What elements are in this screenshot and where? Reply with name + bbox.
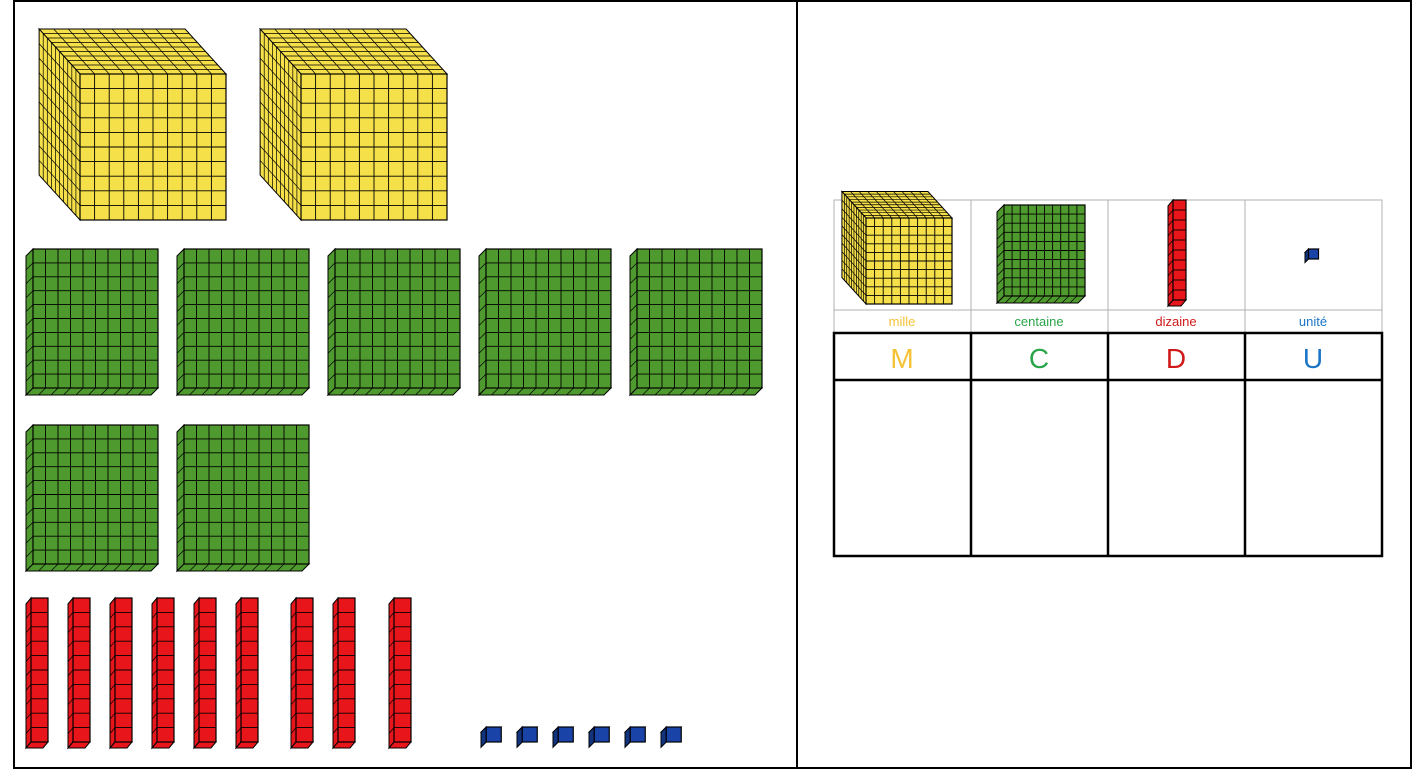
letter-d: D	[1166, 343, 1186, 374]
thousand-cube	[260, 29, 447, 220]
unit-cube	[553, 727, 573, 747]
entry-cell-m[interactable]	[836, 382, 969, 554]
ten-rod	[110, 598, 132, 748]
ten-rod	[26, 598, 48, 748]
thousand-cube	[39, 29, 226, 220]
ten-rod	[68, 598, 90, 748]
unit-cube	[589, 727, 609, 747]
ten-rod	[152, 598, 174, 748]
ten-rod-icon	[1168, 200, 1186, 306]
ten-rod	[236, 598, 258, 748]
ten-rod	[194, 598, 216, 748]
caption-unite: unité	[1299, 314, 1327, 329]
letter-c: C	[1029, 343, 1049, 374]
entry-cell-d[interactable]	[1110, 382, 1243, 554]
caption-mille: mille	[889, 314, 916, 329]
ten-rod	[389, 598, 411, 748]
unit-cube	[481, 727, 501, 747]
caption-text: unité	[1299, 314, 1327, 329]
caption-text: centaine	[1014, 314, 1063, 329]
caption-centaine: centaine	[1014, 314, 1063, 329]
letter-u: U	[1303, 343, 1323, 374]
letter-m: M	[890, 343, 913, 374]
manipulatives-area	[0, 0, 762, 748]
ten-rod	[333, 598, 355, 748]
caption-dizaine: dizaine	[1155, 314, 1196, 329]
ten-rod	[291, 598, 313, 748]
caption-text: mille	[889, 314, 916, 329]
unit-cube	[517, 727, 537, 747]
unit-cube	[625, 727, 645, 747]
thousand-cube-icon	[842, 192, 952, 304]
unit-cube	[661, 727, 681, 747]
entry-cell-c[interactable]	[973, 382, 1106, 554]
entry-cell-u[interactable]	[1247, 382, 1380, 554]
caption-text: dizaine	[1155, 314, 1196, 329]
